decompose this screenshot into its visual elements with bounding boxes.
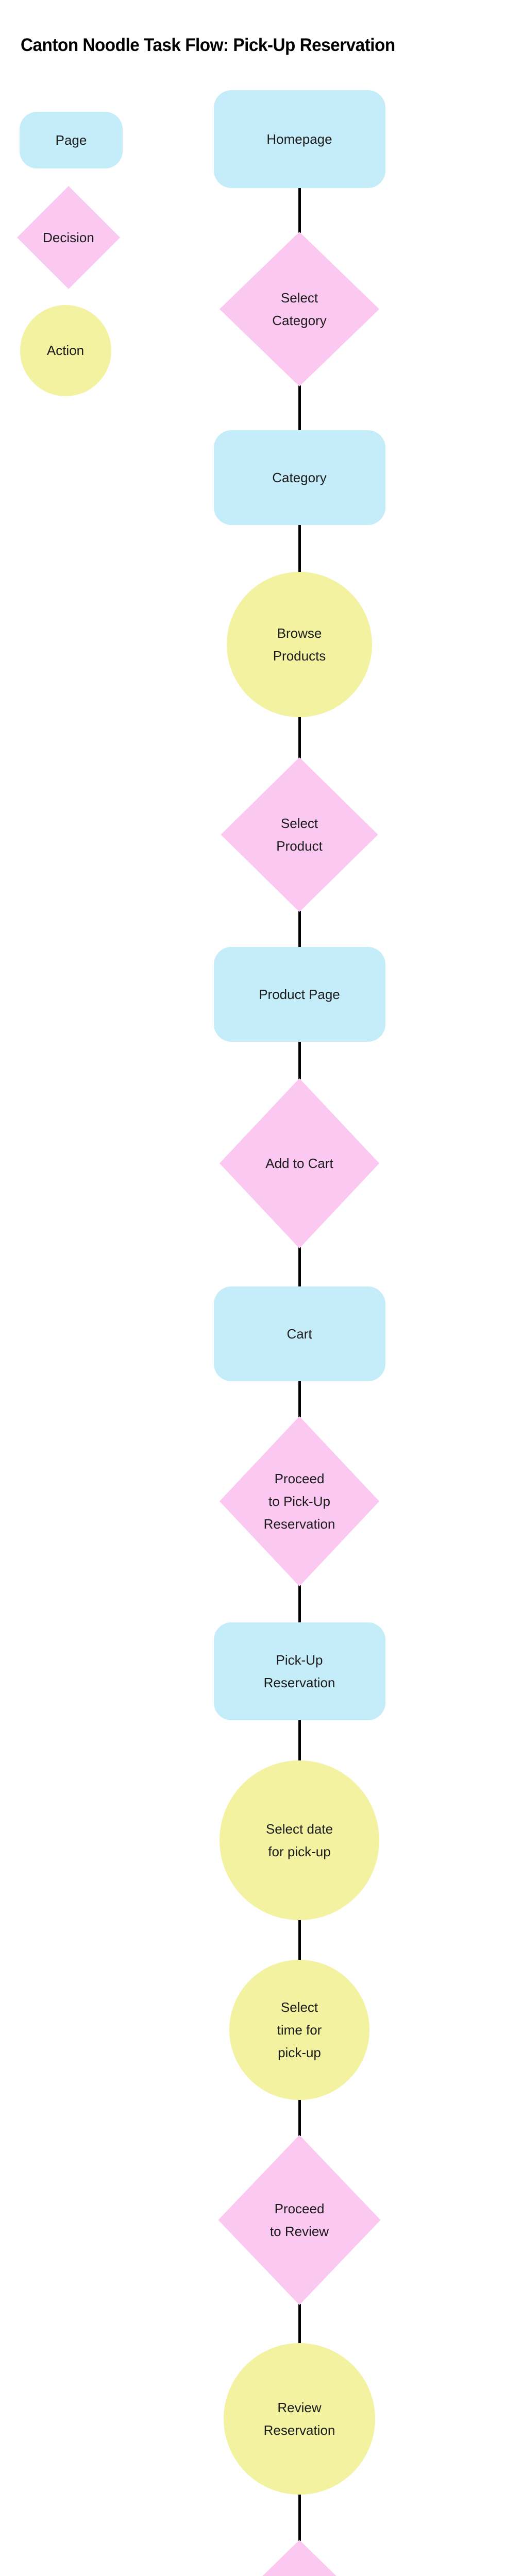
flow-node-pickup-reservation: Pick-Up Reservation	[213, 1622, 385, 1720]
node-label: Pick-Up Reservation	[263, 1652, 335, 1690]
node-label: Proceed to Pick-Up Reservation	[263, 1470, 335, 1532]
node-label: Decision	[43, 229, 94, 245]
node-label: Homepage	[266, 131, 332, 147]
edge-product-page-to-add-to-cart	[298, 1041, 301, 1079]
node-label: Browse Products	[273, 625, 326, 664]
legend-item-action: Action	[20, 304, 111, 396]
edge-category-to-browse-products	[298, 524, 301, 573]
node-label: Product Page	[259, 986, 340, 1002]
node-label: Add to Cart	[265, 1155, 333, 1171]
flow-node-review-reservation: Review Reservation	[224, 2343, 375, 2495]
flow-node-proceed-to-review: Proceed to Review	[218, 2135, 381, 2305]
flow-node-browse-products: Browse Products	[227, 572, 372, 717]
edge-select-category-to-category	[298, 385, 301, 431]
flow-node-category: Category	[213, 430, 385, 525]
node-label: Select time for pick-up	[277, 1999, 322, 2061]
node-label: Select date for pick-up	[265, 1821, 333, 1859]
node-label: Select Product	[276, 815, 323, 854]
node-label: Action	[46, 342, 85, 358]
edge-select-product-to-product-page	[298, 911, 301, 948]
node-label: Review Reservation	[263, 2399, 335, 2438]
flow-node-product-page: Product Page	[213, 947, 385, 1042]
edge-proceed-to-pickup-to-pickup-reservation	[298, 1585, 301, 1623]
flow-node-select-time: Select time for pick-up	[229, 1960, 369, 2100]
page-title: Canton Noodle Task Flow: Pick-Up Reserva…	[21, 35, 395, 55]
flow-node-cart: Cart	[213, 1286, 385, 1381]
node-label: Select Category	[272, 290, 327, 328]
edge-add-to-cart-to-cart	[298, 1247, 301, 1287]
flow-node-confirm-reservation: Confirm Reservation	[220, 2540, 379, 2576]
node-label: Cart	[287, 1326, 312, 1342]
edge-review-reservation-to-confirm-reservation	[298, 2494, 301, 2541]
edge-cart-to-proceed-to-pickup	[298, 1380, 301, 1417]
edge-select-date-to-select-time	[298, 1919, 301, 1961]
edge-proceed-to-review-to-review-reservation	[298, 2304, 301, 2344]
node-label: Page	[55, 132, 87, 148]
edge-homepage-to-select-category	[298, 187, 301, 233]
flow-node-proceed-to-pickup: Proceed to Pick-Up Reservation	[220, 1416, 379, 1586]
legend-item-decision: Decision	[17, 186, 120, 289]
legend-item-page: Page	[20, 112, 123, 168]
flow-node-homepage: Homepage	[213, 90, 385, 188]
flow-node-add-to-cart: Add to Cart	[220, 1078, 379, 1248]
node-label: Proceed to Review	[270, 2200, 329, 2239]
flow-node-select-category: Select Category	[220, 232, 379, 386]
edge-browse-products-to-select-product	[298, 716, 301, 758]
node-label: Category	[272, 469, 327, 485]
edge-pickup-reservation-to-select-date	[298, 1719, 301, 1761]
flow-node-select-date: Select date for pick-up	[220, 1760, 379, 1920]
edge-select-time-to-proceed-to-review	[298, 2099, 301, 2136]
flow-node-select-product: Select Product	[221, 757, 378, 912]
